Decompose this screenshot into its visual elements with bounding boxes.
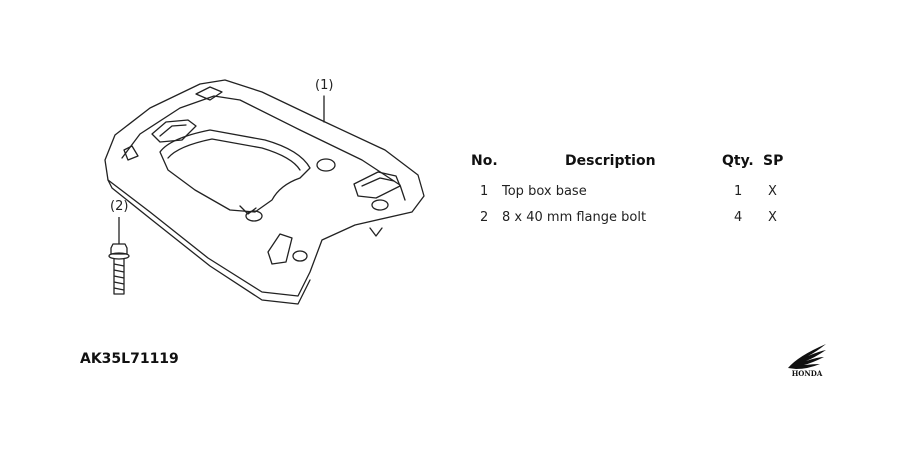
header-no: No. (471, 153, 498, 169)
header-sp: SP (763, 153, 784, 169)
header-qty: Qty. (722, 153, 754, 169)
row-1-no: 1 (480, 184, 489, 199)
callout-2: (2) (110, 199, 129, 214)
left-slot (151, 119, 197, 143)
part-code: AK35L71119 (80, 351, 179, 367)
honda-wing-logo: HONDA (788, 344, 826, 378)
callout-1: (1) (315, 78, 334, 93)
top-box-base-outline (104, 79, 425, 297)
row-1-description: Top box base (502, 184, 587, 199)
row-2-no: 2 (480, 210, 489, 225)
svg-text:HONDA: HONDA (792, 369, 823, 378)
right-slot (353, 171, 401, 199)
row-2-sp: X (768, 210, 777, 225)
front-slot (267, 233, 293, 265)
row-1-qty: 1 (734, 184, 743, 199)
top-box-base-recess (159, 129, 311, 213)
header-description: Description (565, 153, 656, 169)
flange-bolt-drawing (108, 217, 130, 295)
row-2-qty: 4 (734, 210, 743, 225)
row-2-description: 8 x 40 mm flange bolt (502, 210, 647, 225)
row-1-sp: X (768, 184, 777, 199)
